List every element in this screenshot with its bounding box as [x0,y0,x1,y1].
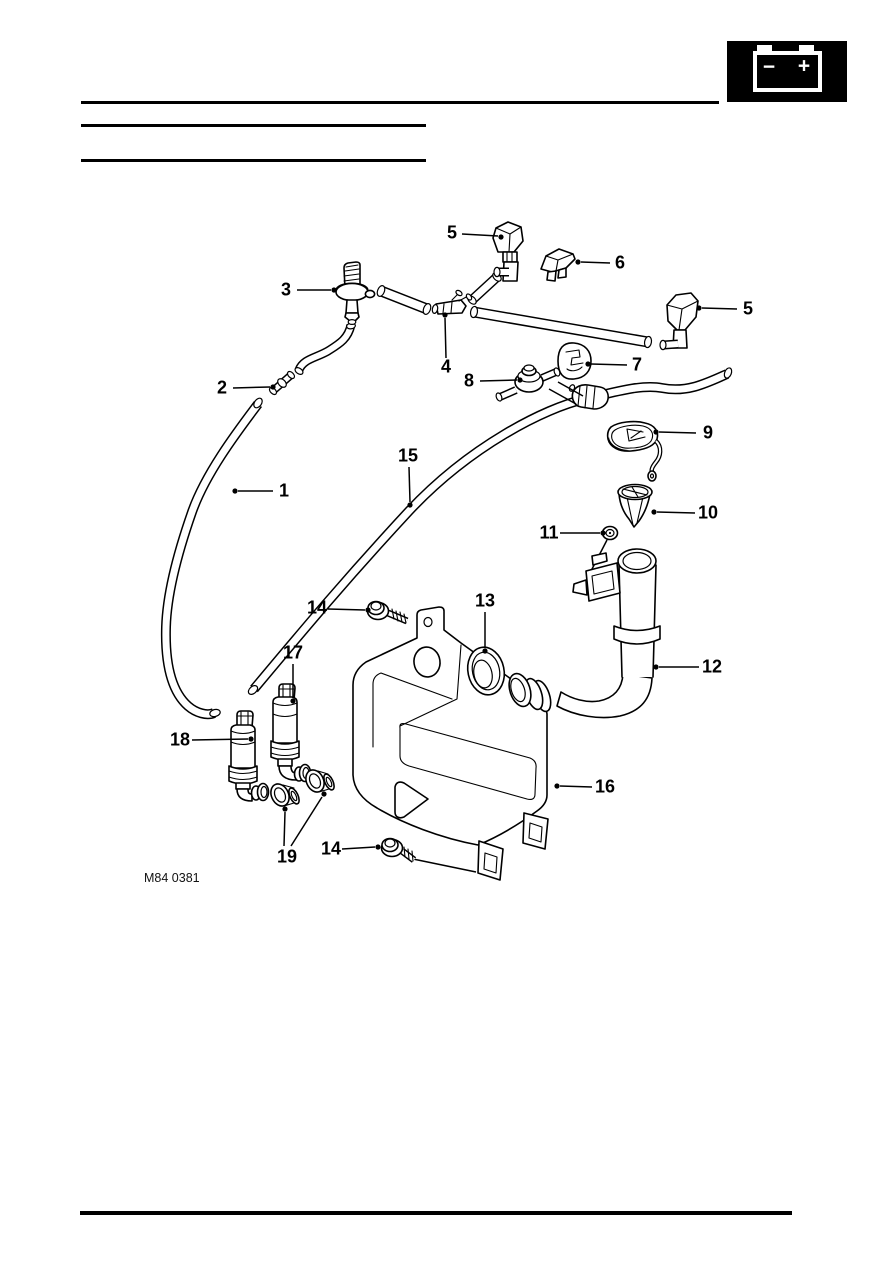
battery-minus-sign: − [762,55,776,79]
washer-jet-3 [335,261,376,326]
battery-terminal-left [757,45,772,52]
screw-14-top [366,600,409,625]
filler-neck-12 [508,548,661,719]
t-connector-4 [431,289,473,315]
hose-15 [247,367,733,695]
heading-rule-2 [81,159,426,162]
battery-plus-sign: + [797,54,811,78]
top-rule [81,101,719,104]
filter-10 [617,483,653,528]
hose-connector-2 [268,370,296,396]
reservoir-16 [352,606,549,881]
figure-code: M84 0381 [144,871,200,885]
washer-jet-5-right [659,292,699,351]
pump-17 [270,683,312,783]
tube-segment-long [469,305,653,349]
tube-segment-left [376,285,432,315]
nut-11 [590,525,619,572]
screw-14-bottom [380,837,417,863]
filler-cap-9 [606,420,663,482]
bottom-rule [80,1211,792,1215]
jet-3-hose [294,322,356,376]
battery-section-icon: − + [727,41,847,102]
non-return-valve-8 [495,364,561,402]
washer-jet-5-left [492,221,524,282]
grommet-13 [466,646,506,696]
heading-rule-1 [81,124,426,127]
hose-1 [160,397,263,720]
battery-body [753,51,822,92]
leader-lines [191,233,738,850]
grommet-19-left [270,783,300,807]
grommet-19-right [305,769,335,793]
clip-6 [540,248,576,282]
pump-18 [228,710,270,802]
battery-terminal-right [799,45,814,52]
grommet-7 [548,342,592,405]
